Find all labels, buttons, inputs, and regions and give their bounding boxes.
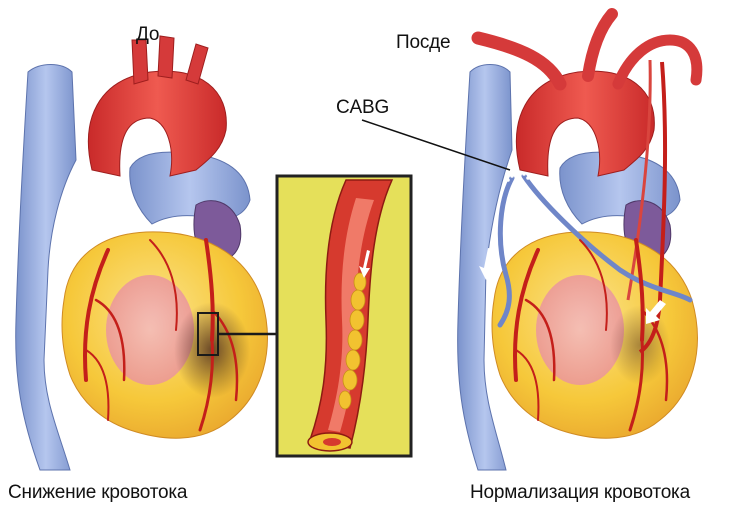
after-label: Посде xyxy=(396,32,450,54)
artery-cross-lumen xyxy=(323,438,341,446)
heart-before xyxy=(16,36,278,470)
plaque-inset xyxy=(277,176,411,456)
cabg-label: CABG xyxy=(336,97,389,119)
vena-cava-before xyxy=(16,65,76,471)
before-label: До xyxy=(136,24,159,46)
normal-flow-caption: Нормализация кровотока xyxy=(470,482,690,504)
reduced-flow-caption: Снижение кровотока xyxy=(8,482,187,504)
